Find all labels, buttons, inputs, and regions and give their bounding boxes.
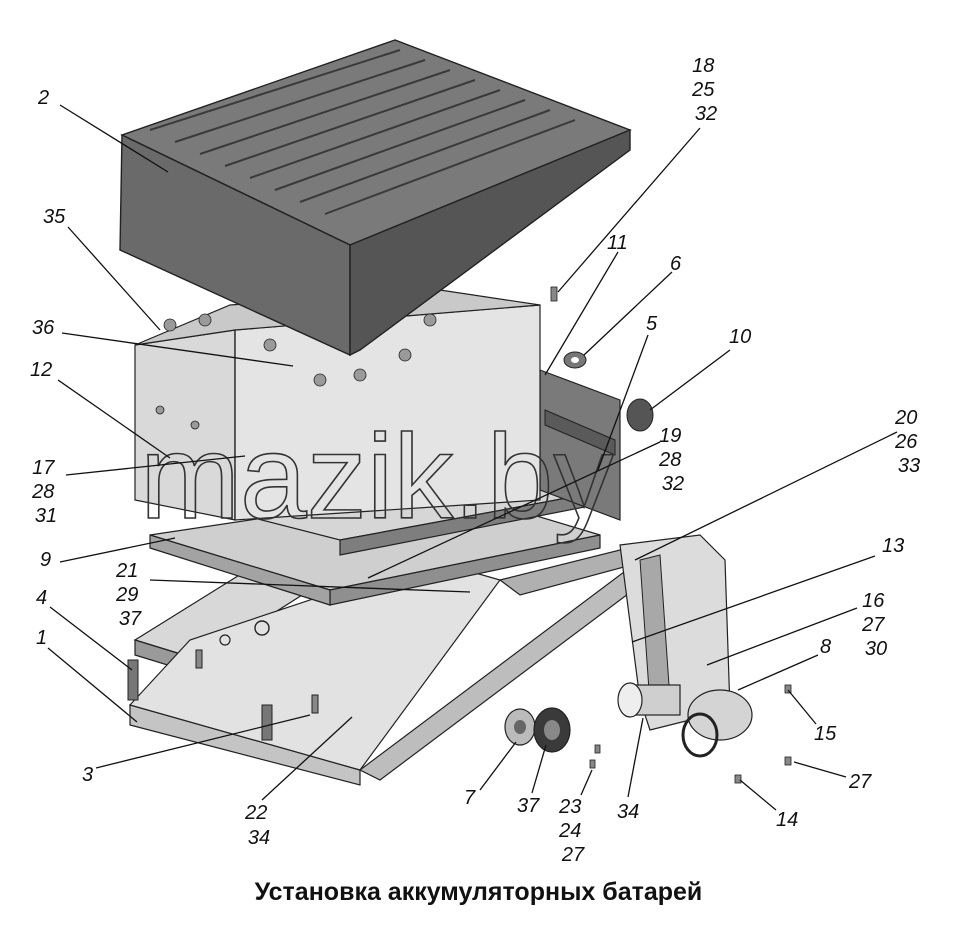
callout-36: 36: [32, 317, 55, 339]
callout-15: 15: [814, 723, 837, 745]
callout-14: 14: [776, 809, 798, 831]
callout-11: 11: [607, 232, 628, 254]
callout-35: 35: [43, 206, 66, 228]
callout-17-28-31: 17 28 31: [31, 457, 60, 527]
callout-9: 9: [40, 549, 51, 571]
callout-6: 6: [670, 253, 682, 275]
watermark: mazik.by: [140, 410, 613, 544]
leader-lines: [47, 104, 898, 811]
figure-caption: Установка аккумуляторных батарей: [254, 878, 703, 906]
callout-12: 12: [30, 359, 52, 381]
ground-switch: [504, 682, 753, 758]
callout-7: 7: [464, 787, 476, 809]
callout-3: 3: [82, 764, 93, 786]
small-parts: [550, 286, 792, 784]
battery-frame: [127, 499, 731, 786]
callout-13: 13: [882, 535, 904, 557]
callout-16-27-30: 16 27 30: [861, 590, 890, 660]
callout-37: 37: [517, 795, 540, 817]
callout-23-24-27: 23 24 27: [558, 796, 587, 866]
callout-1: 1: [36, 627, 47, 649]
callout-18-25-32: 18 25 32: [691, 55, 720, 125]
callout-10: 10: [729, 326, 751, 348]
callout-27: 27: [848, 771, 872, 793]
battery-cover: [119, 39, 632, 357]
callout-8: 8: [820, 636, 831, 658]
callout-22-34: 22 34: [244, 802, 273, 849]
callout-20-26-33: 20 26 33: [894, 407, 923, 477]
callout-4: 4: [36, 587, 47, 609]
callout-labels: 2 18 25 32 11 6 35 5 10 36 12 20 26 33 1…: [30, 55, 923, 866]
callout-2: 2: [37, 87, 49, 109]
callout-19-28-32: 19 28 32: [658, 425, 687, 495]
callout-34: 34: [617, 801, 639, 823]
callout-21-29-37: 21 29 37: [115, 560, 144, 630]
callout-5: 5: [646, 313, 658, 335]
assembly-illustration: [119, 39, 792, 786]
